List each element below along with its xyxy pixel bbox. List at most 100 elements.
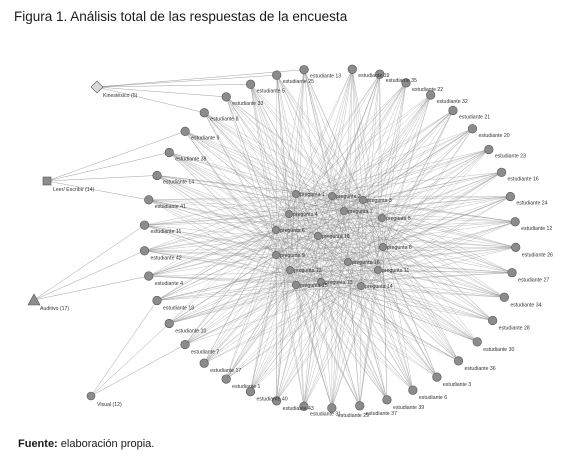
edge: [295, 193, 459, 362]
question-node-p12[interactable]: [286, 266, 294, 274]
student-label-e30: estudiante 30: [483, 347, 514, 353]
student-label-e43: estudiante 43: [283, 406, 314, 412]
question-node-p11[interactable]: [374, 266, 382, 274]
student-node-e23[interactable]: [484, 144, 494, 155]
question-node-p13[interactable]: [317, 278, 325, 286]
student-node-e18[interactable]: [152, 295, 162, 306]
student-node-e9[interactable]: [180, 126, 190, 136]
student-node-e17[interactable]: [199, 358, 209, 368]
student-node-e41[interactable]: [144, 195, 154, 205]
edge: [156, 284, 297, 301]
style-node-vis[interactable]: [86, 391, 96, 401]
student-node-e39[interactable]: [382, 395, 392, 405]
student-node-e6[interactable]: [408, 385, 418, 395]
question-node-p9[interactable]: [272, 251, 280, 259]
student-node-e30[interactable]: [472, 337, 482, 347]
edge: [226, 285, 362, 380]
edge: [226, 96, 319, 237]
style-node-lee[interactable]: [42, 176, 52, 186]
question-label-p7: pregunta 7: [348, 209, 373, 215]
student-node-e27[interactable]: [507, 268, 517, 278]
edge: [377, 128, 473, 271]
student-label-e13: estudiante 13: [310, 74, 341, 80]
student-node-e7[interactable]: [180, 339, 190, 350]
student-node-e5[interactable]: [245, 79, 256, 89]
student-node-e22[interactable]: [401, 78, 411, 88]
edge: [303, 199, 364, 407]
student-label-e24: estudiante 24: [516, 201, 547, 207]
question-node-p7[interactable]: [340, 207, 348, 215]
edge: [204, 112, 362, 287]
question-node-p14[interactable]: [357, 282, 365, 290]
edge: [276, 75, 297, 286]
student-node-e3[interactable]: [432, 372, 442, 382]
student-node-e33[interactable]: [221, 92, 231, 102]
edge: [331, 110, 454, 197]
edge: [250, 254, 277, 392]
question-node-p2[interactable]: [328, 192, 336, 200]
student-label-e42: estudiante 42: [151, 256, 182, 262]
edge: [144, 224, 291, 271]
edge: [226, 96, 333, 197]
question-node-p4[interactable]: [285, 210, 293, 218]
edge: [148, 195, 333, 201]
edge: [184, 269, 291, 345]
student-node-e19[interactable]: [347, 64, 357, 74]
student-node-e28[interactable]: [488, 315, 498, 326]
student-node-e38[interactable]: [164, 147, 174, 158]
student-node-e42[interactable]: [139, 246, 150, 256]
student-node-e37[interactable]: [355, 401, 365, 411]
student-node-e4[interactable]: [144, 271, 154, 281]
edge: [226, 96, 322, 283]
question-node-p16[interactable]: [344, 258, 352, 266]
student-node-e13[interactable]: [299, 65, 309, 75]
edge: [185, 131, 349, 263]
edge: [148, 199, 291, 271]
edge: [295, 69, 305, 286]
student-node-e21[interactable]: [448, 105, 458, 116]
edge: [295, 128, 473, 195]
student-node-e16[interactable]: [496, 167, 507, 177]
student-node-e29[interactable]: [327, 403, 337, 413]
question-node-p3[interactable]: [359, 196, 367, 204]
student-node-e32[interactable]: [426, 90, 436, 100]
question-node-p8[interactable]: [379, 243, 387, 251]
question-node-p15[interactable]: [292, 281, 300, 289]
edge: [343, 210, 459, 361]
edge: [352, 69, 364, 201]
student-node-e14[interactable]: [152, 170, 162, 181]
student-node-e8[interactable]: [199, 108, 209, 118]
question-node-p1[interactable]: [292, 190, 300, 198]
edge: [317, 235, 478, 343]
question-node-p10[interactable]: [314, 232, 322, 240]
student-node-e10[interactable]: [164, 318, 174, 329]
student-node-e11[interactable]: [139, 220, 150, 230]
student-node-e31[interactable]: [299, 401, 309, 411]
style-node-aud[interactable]: [27, 293, 41, 306]
edge: [169, 152, 277, 231]
edge: [250, 84, 384, 248]
edge: [275, 229, 333, 409]
edge: [204, 112, 345, 212]
edge: [289, 149, 489, 271]
student-node-e12[interactable]: [510, 217, 520, 227]
student-node-e40[interactable]: [245, 387, 256, 397]
student-node-e36[interactable]: [453, 356, 464, 366]
student-node-e1[interactable]: [221, 374, 231, 384]
question-node-p5[interactable]: [378, 214, 386, 222]
student-node-e24[interactable]: [505, 191, 515, 202]
student-node-e26[interactable]: [511, 242, 521, 252]
student-node-e25[interactable]: [272, 70, 282, 80]
student-node-e34[interactable]: [499, 292, 509, 302]
question-node-p6[interactable]: [272, 226, 280, 234]
student-node-e43[interactable]: [272, 396, 282, 406]
question-label-p14: pregunta 14: [365, 284, 393, 290]
style-node-kin[interactable]: [90, 80, 104, 94]
edge: [331, 195, 511, 197]
student-node-e35[interactable]: [375, 69, 385, 79]
edge: [377, 269, 513, 273]
student-node-e20[interactable]: [467, 124, 478, 134]
edge: [144, 217, 383, 226]
figure-source: Fuente: elaboración propia.: [18, 438, 154, 450]
edge: [360, 285, 478, 343]
